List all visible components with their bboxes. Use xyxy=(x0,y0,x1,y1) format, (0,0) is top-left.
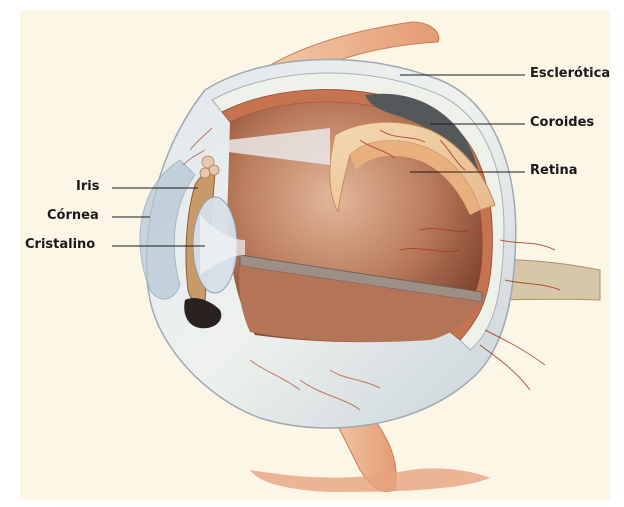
label-retina: Retina xyxy=(530,163,578,179)
label-cristalino: Cristalino xyxy=(25,237,95,253)
label-coroides: Coroides xyxy=(530,115,594,131)
label-iris: Iris xyxy=(76,179,99,195)
label-esclerotica: Esclerótica xyxy=(530,66,610,82)
label-cornea: Córnea xyxy=(47,208,99,224)
